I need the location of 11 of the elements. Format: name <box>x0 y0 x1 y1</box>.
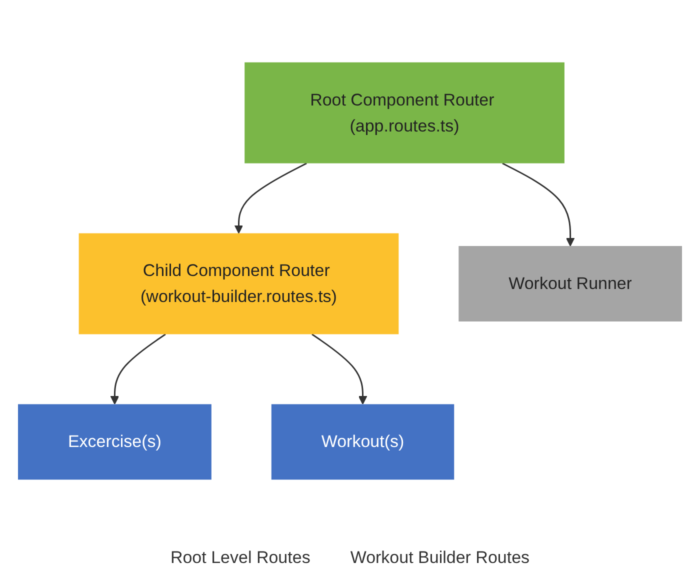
annotation-text: Root Level Routes <box>170 548 310 568</box>
node-box: Workout(s) <box>271 404 454 480</box>
arrow <box>502 162 575 246</box>
node-box: Excercise(s) <box>18 404 212 480</box>
arrow <box>234 162 307 234</box>
annotation-text: Workout Builder Routes <box>350 548 530 568</box>
node-box: Workout Runner <box>458 246 682 322</box>
arrow <box>110 334 166 405</box>
arrow <box>312 334 368 405</box>
node-box: Child Component Router (workout-builder.routes.ts) <box>78 233 399 334</box>
node-box: Root Component Router (app.routes.ts) <box>244 62 564 164</box>
